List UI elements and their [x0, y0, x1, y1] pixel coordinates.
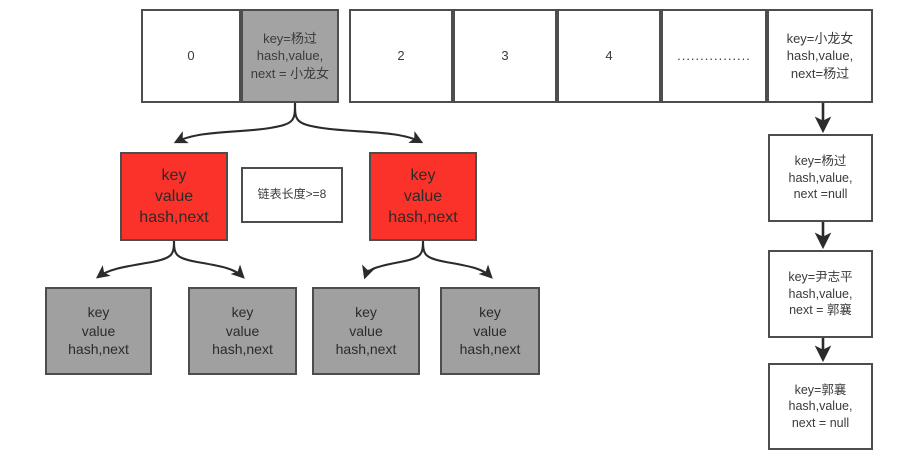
grey-leaf-node-1-line-2: hash,next	[68, 341, 129, 358]
grey-leaf-node-3[interactable]: key value hash,next	[312, 287, 420, 375]
array-cell-2-line-0: 2	[397, 48, 405, 64]
grey-leaf-node-2-line-2: hash,next	[212, 341, 273, 358]
array-cell-last-line-1: hash,value,	[786, 48, 854, 64]
red-tree-node-left-line-2: hash,next	[139, 209, 209, 227]
linked-list-node-3[interactable]: key=郭襄 hash,value, next = null	[768, 363, 873, 450]
array-cell-1-line-2: next = 小龙女	[250, 65, 330, 81]
linked-list-node-1-line-2: next =null	[793, 187, 848, 202]
grey-leaf-node-1-line-0: key	[87, 304, 110, 321]
linked-list-node-1[interactable]: key=杨过 hash,value, next =null	[768, 134, 873, 222]
grey-leaf-node-2[interactable]: key value hash,next	[188, 287, 297, 375]
grey-leaf-node-2-line-0: key	[231, 304, 254, 321]
treeify-threshold-note-text: 链表长度>=8	[257, 187, 327, 202]
linked-list-node-3-line-1: hash,value,	[788, 399, 853, 414]
linked-list-node-3-line-2: next = null	[791, 415, 850, 430]
array-cell-ellipsis[interactable]: ................	[661, 9, 767, 103]
linked-list-node-1-line-1: hash,value,	[788, 170, 853, 185]
linked-list-node-2[interactable]: key=尹志平 hash,value, next = 郭襄	[768, 250, 873, 338]
linked-list-node-3-line-0: key=郭襄	[794, 382, 847, 397]
red-tree-node-right-line-0: key	[410, 166, 436, 184]
array-cell-last-line-2: next=杨过	[790, 65, 850, 81]
red-tree-node-left-line-0: key	[161, 166, 187, 184]
array-cell-1-line-0: key=杨过	[263, 31, 317, 47]
array-cell-3[interactable]: 3	[453, 9, 557, 103]
grey-leaf-node-4-line-2: hash,next	[459, 341, 521, 358]
grey-leaf-node-3-line-1: value	[349, 322, 383, 339]
array-cell-last[interactable]: key=小龙女 hash,value, next=杨过	[767, 9, 873, 103]
array-cell-2[interactable]: 2	[349, 9, 453, 103]
red-tree-node-left[interactable]: key value hash,next	[120, 152, 228, 241]
array-cell-1-line-1: hash,value,	[256, 48, 324, 64]
array-cell-4[interactable]: 4	[557, 9, 661, 103]
red-tree-node-left-line-1: value	[154, 187, 194, 205]
grey-leaf-node-3-line-0: key	[355, 304, 377, 321]
linked-list-node-2-line-0: key=尹志平	[788, 270, 853, 285]
linked-list-node-2-line-2: next = 郭襄	[789, 303, 852, 318]
linked-list-node-1-line-0: key=杨过	[794, 154, 847, 169]
grey-leaf-node-4-line-1: value	[473, 322, 507, 339]
array-cell-0[interactable]: 0	[141, 9, 241, 103]
red-tree-node-right-line-1: value	[403, 187, 443, 205]
array-cell-4-line-0: 4	[605, 48, 613, 64]
grey-leaf-node-3-line-2: hash,next	[335, 341, 397, 358]
grey-leaf-node-4-line-0: key	[479, 304, 501, 321]
grey-leaf-node-4[interactable]: key value hash,next	[440, 287, 540, 375]
red-tree-node-right[interactable]: key value hash,next	[369, 152, 477, 241]
treeify-threshold-note: 链表长度>=8	[241, 167, 343, 223]
array-cell-1[interactable]: key=杨过 hash,value, next = 小龙女	[241, 9, 339, 103]
array-cell-0-line-0: 0	[187, 48, 195, 64]
linked-list-node-2-line-1: hash,value,	[788, 286, 853, 301]
grey-leaf-node-2-line-1: value	[225, 322, 260, 339]
array-cell-3-line-0: 3	[501, 48, 509, 64]
grey-leaf-node-1[interactable]: key value hash,next	[45, 287, 152, 375]
array-cell-last-line-0: key=小龙女	[786, 31, 854, 47]
array-cell-ellipsis-line-0: ................	[677, 48, 751, 64]
grey-leaf-node-1-line-1: value	[81, 322, 116, 339]
red-tree-node-right-line-2: hash,next	[388, 209, 458, 227]
